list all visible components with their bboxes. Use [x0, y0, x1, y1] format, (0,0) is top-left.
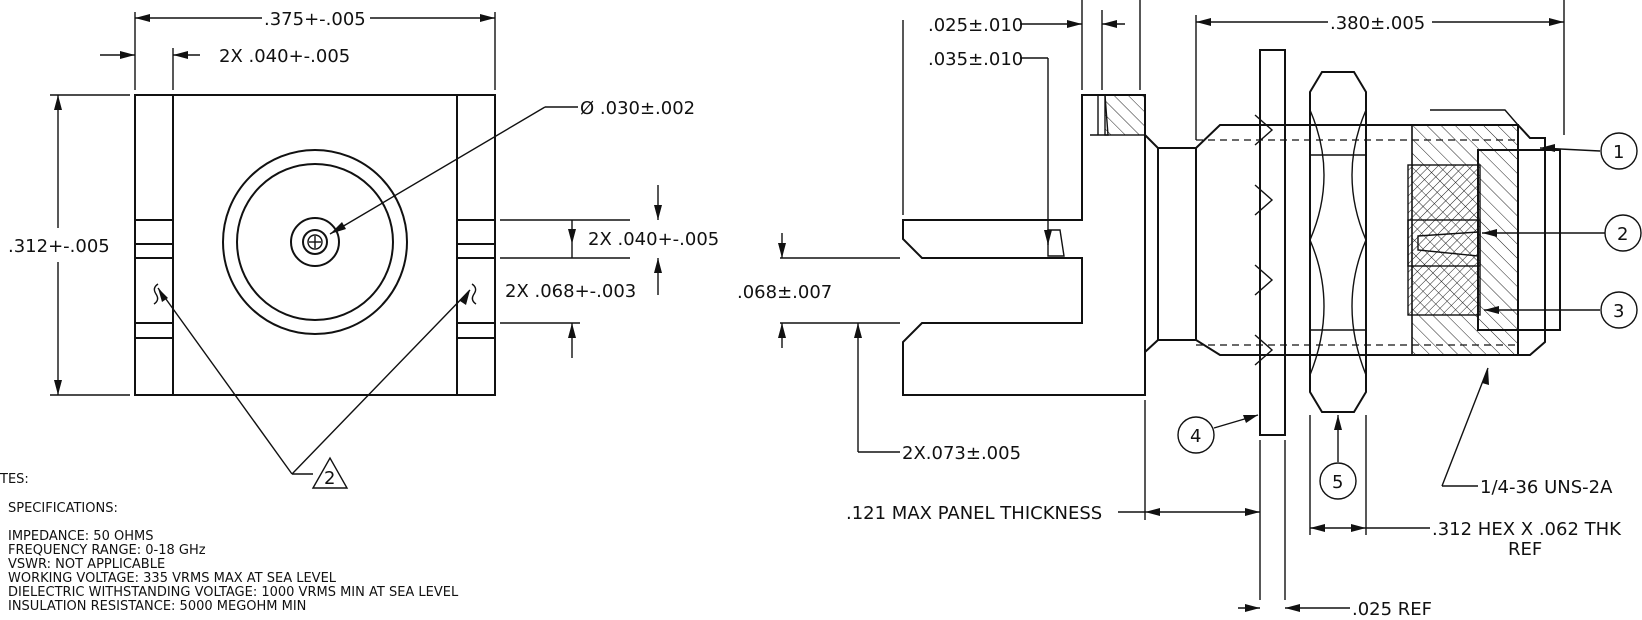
spec-line: IMPEDANCE: 50 OHMS: [8, 529, 153, 544]
spec-heading: SPECIFICATIONS:: [8, 501, 118, 516]
spec-line: DIELECTRIC WITHSTANDING VOLTAGE: 1000 VR…: [8, 585, 459, 600]
balloon-3: [1600, 291, 1638, 329]
notes-heading: TES:: [0, 472, 29, 487]
dim-025-ref: .025 REF: [1352, 599, 1432, 620]
outer-ring: [222, 149, 408, 335]
flag-note-number: 2: [324, 468, 335, 489]
svg-text:1: 1: [1613, 142, 1624, 163]
dim-right-040: 2X .040+-.005: [588, 229, 719, 250]
weld-mark-right: [471, 283, 477, 305]
dim-hex-ref: REF: [1508, 539, 1542, 560]
notes-block: TES: SPECIFICATIONS: IMPEDANCE: 50 OHMS …: [0, 472, 459, 614]
dim-073: 2X.073±.005: [902, 443, 1021, 464]
dim-thread: 1/4-36 UNS-2A: [1480, 477, 1613, 498]
dim-pin-diameter: Ø .030±.002: [580, 98, 695, 119]
balloon-1: [1600, 132, 1638, 170]
dim-panel-thickness: .121 MAX PANEL THICKNESS: [846, 503, 1102, 524]
bracket-body: [902, 94, 1146, 396]
dim-slot-width: 2X .040+-.005: [219, 46, 350, 67]
center-contact: [1417, 231, 1479, 257]
dielectric: [1407, 164, 1481, 316]
balloon-2: [1604, 214, 1642, 252]
spec-line: VSWR: NOT APPLICABLE: [8, 557, 165, 572]
svg-text:4: 4: [1190, 426, 1201, 447]
dim-hex: .312 HEX X .062 THK: [1432, 519, 1622, 540]
dim-068: .068±.007: [737, 282, 832, 303]
inner-ring: [236, 163, 394, 321]
dim-380: .380±.005: [1330, 13, 1425, 34]
spec-line: FREQUENCY RANGE: 0-18 GHz: [8, 543, 206, 558]
lock-washer: [1259, 49, 1286, 436]
dim-right-068: 2X .068+-.003: [505, 281, 636, 302]
svg-text:2: 2: [1617, 224, 1628, 245]
balloon-4: [1177, 416, 1215, 454]
balloon-5: [1319, 462, 1357, 500]
svg-text:3: 3: [1613, 301, 1624, 322]
spec-line: WORKING VOLTAGE: 335 VRMS MAX AT SEA LEV…: [8, 571, 337, 586]
hex-nut: [1309, 71, 1367, 413]
side-view: .025±.010 .035±.010 .380±.005 .068±.007 …: [737, 0, 1642, 620]
flag-note-triangle: [311, 456, 349, 489]
svg-text:5: 5: [1332, 472, 1343, 493]
dim-025: .025±.010: [928, 15, 1023, 36]
insulator-circle: [290, 217, 340, 267]
pin-circle: [302, 229, 328, 255]
dim-035: .035±.010: [928, 49, 1023, 70]
dim-overall-width: .375+-.005: [264, 9, 366, 30]
spec-line: INSULATION RESISTANCE: 5000 MEGOHM MIN: [8, 599, 306, 614]
front-view: .375+-.005 2X .040+-.005 Ø .030±.002 .31…: [8, 9, 719, 489]
neck: [1157, 147, 1197, 341]
dim-height: .312+-.005: [8, 236, 110, 257]
weld-mark-left: [153, 283, 159, 305]
